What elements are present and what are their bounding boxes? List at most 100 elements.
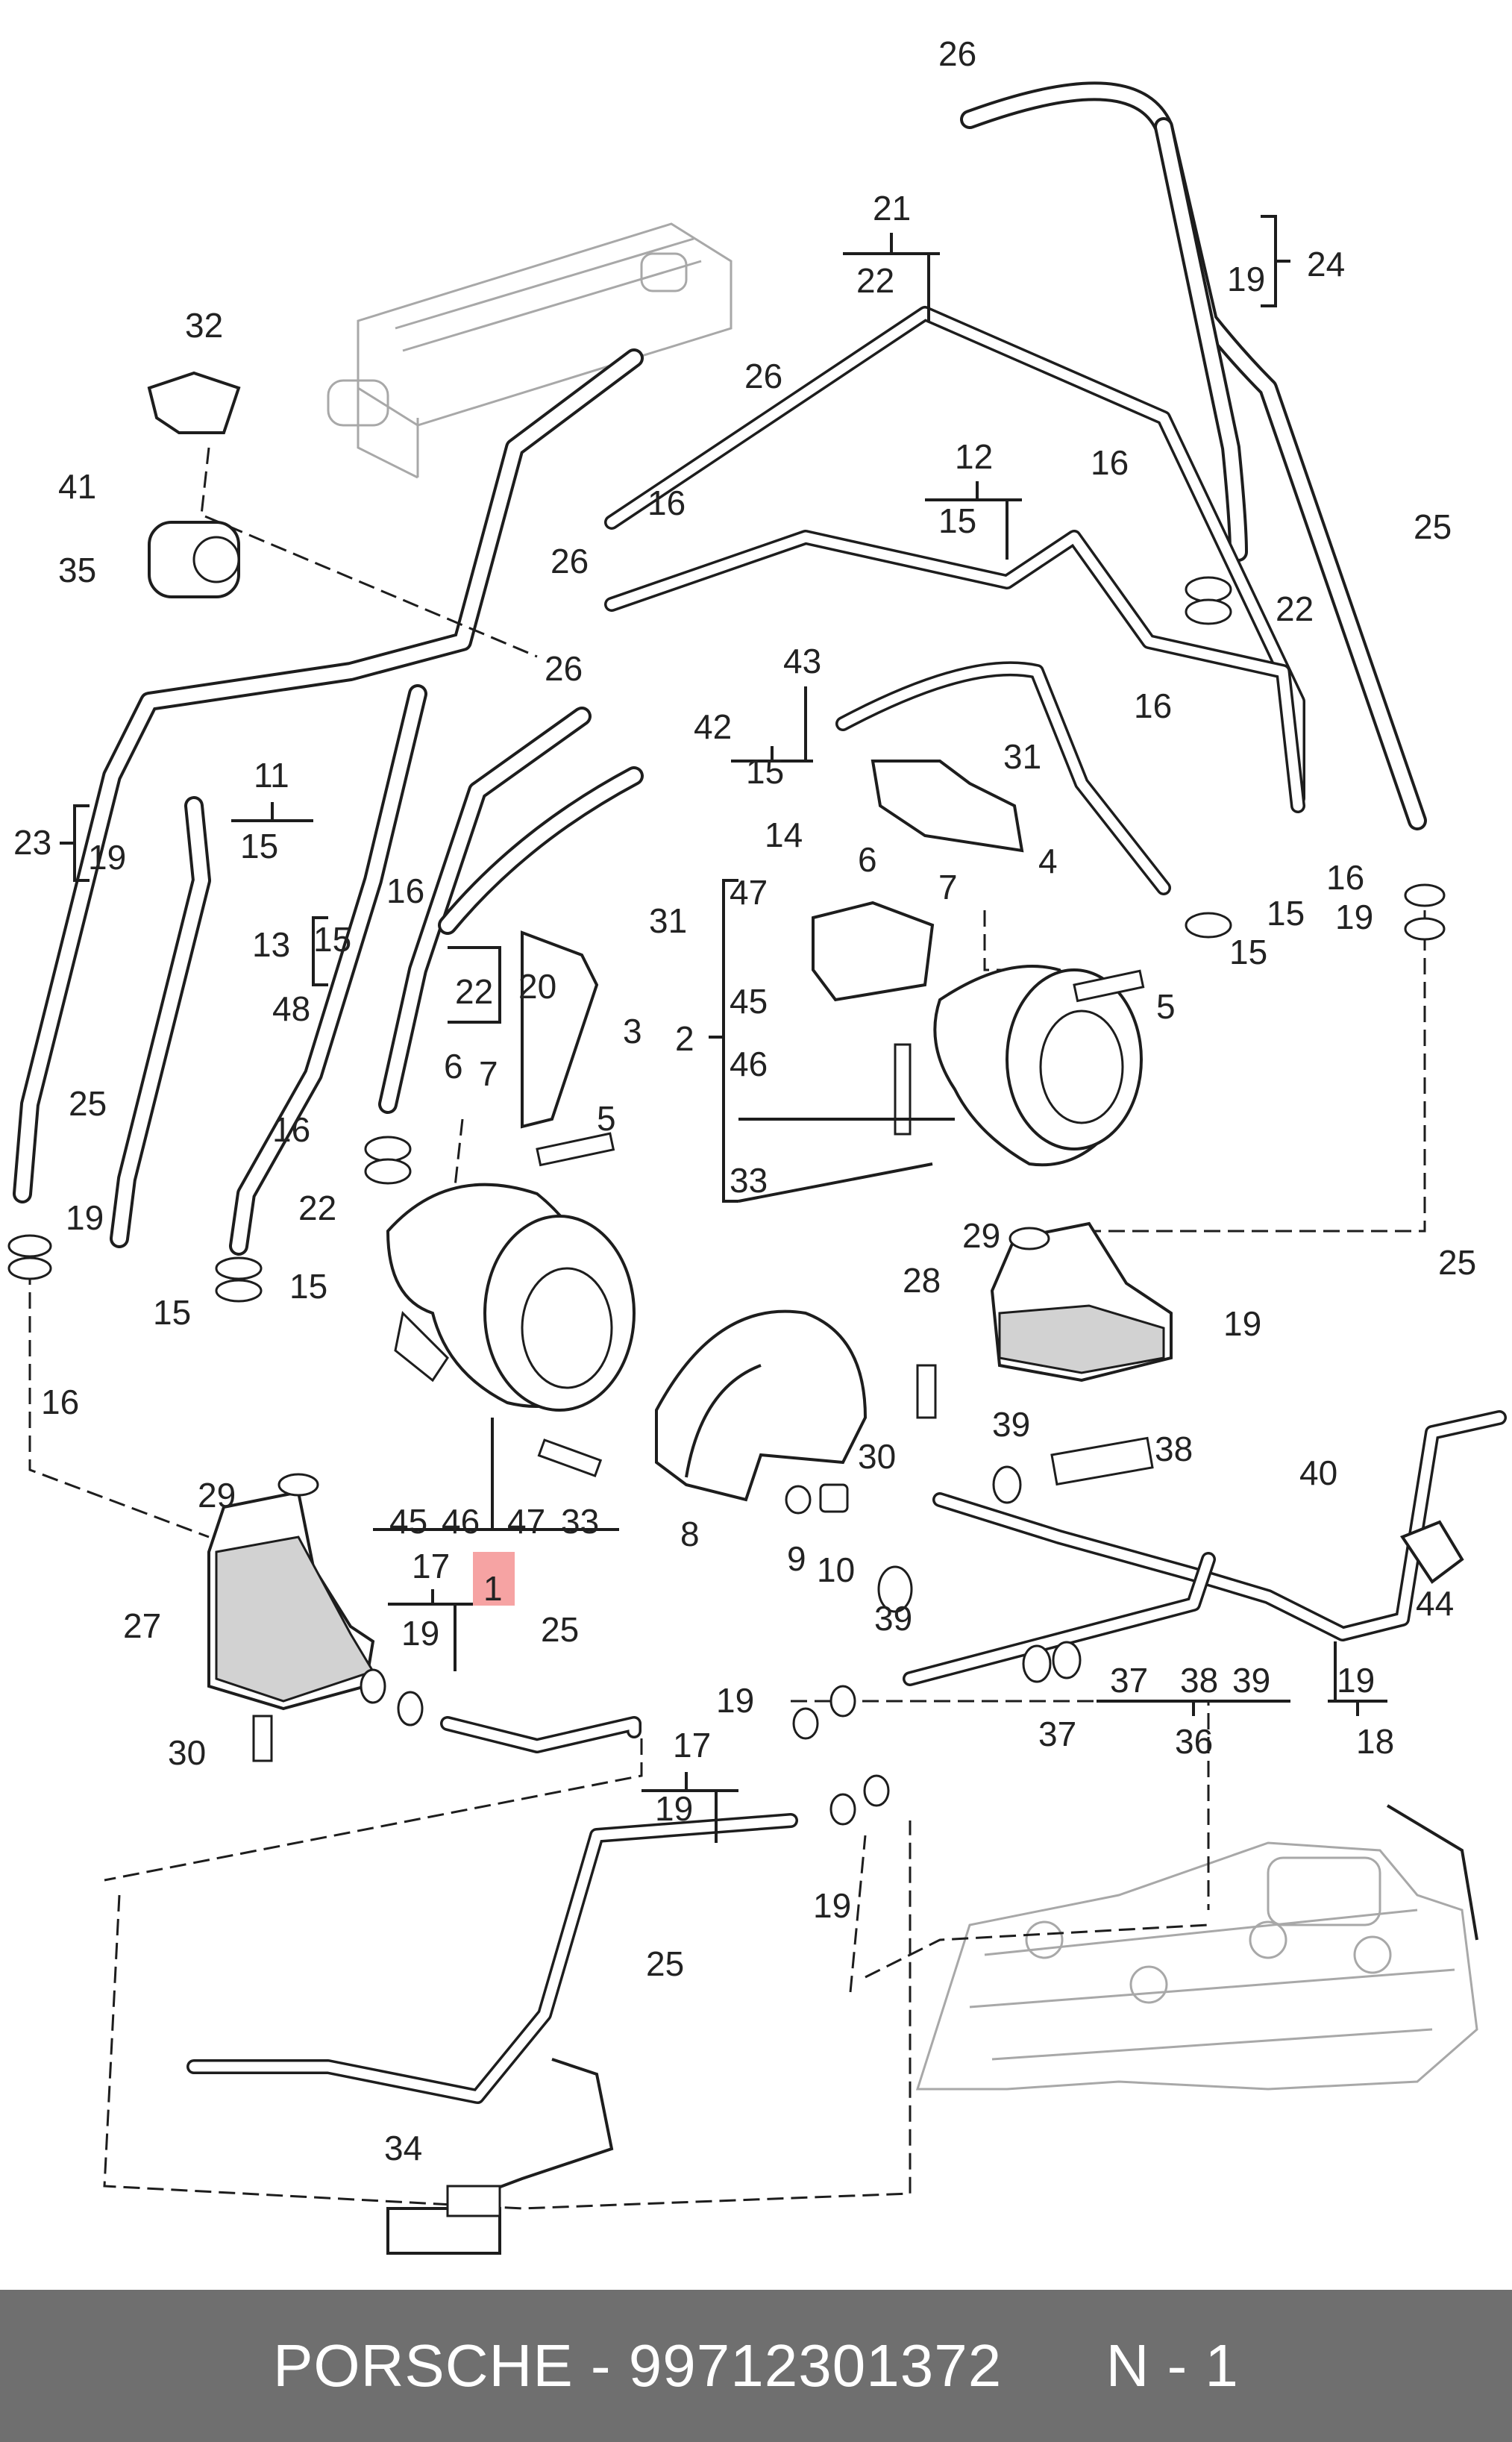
callout-label: 22 [455, 972, 493, 1011]
callout-label: 8 [680, 1515, 700, 1553]
callout-label: 25 [1438, 1243, 1476, 1282]
callout-label: 39 [992, 1405, 1030, 1444]
callout-label: 19 [1337, 1661, 1375, 1700]
callout-label: 4 [1038, 842, 1058, 880]
callout-label: 19 [1227, 260, 1265, 298]
callout-label: 19 [655, 1789, 693, 1828]
callout-label: 13 [252, 925, 290, 964]
callout-label: 19 [1335, 898, 1373, 936]
callout-label: 45 [730, 982, 768, 1021]
background-oil-cooler [327, 222, 733, 479]
callout-label: 32 [185, 306, 223, 345]
callout-label: 30 [858, 1437, 896, 1476]
callout-label: 16 [386, 871, 424, 910]
callout-label: 16 [1091, 443, 1129, 482]
callout-label: 23 [13, 823, 51, 862]
callout-label: 37 [1038, 1715, 1076, 1753]
callout-label: 19 [401, 1614, 439, 1653]
callout-label: 29 [962, 1216, 1000, 1255]
callout-label: 10 [817, 1550, 855, 1589]
callout-label: 25 [1414, 507, 1452, 546]
callout-label: 33 [730, 1161, 768, 1200]
callout-label: 19 [716, 1681, 754, 1720]
callout-label: 39 [1232, 1661, 1270, 1700]
callout-label: 15 [153, 1293, 191, 1332]
callout-label: 24 [1307, 245, 1345, 284]
callout-label: 5 [597, 1099, 616, 1138]
callout-label: 22 [1276, 589, 1314, 628]
callout-label: 6 [444, 1047, 463, 1086]
callout-label: 38 [1155, 1430, 1193, 1468]
callout-label: 28 [903, 1261, 941, 1300]
callout-label: 16 [1134, 686, 1172, 725]
callout-label: 15 [746, 752, 784, 791]
callout-label: 45 [389, 1502, 427, 1541]
callout-label: 7 [938, 868, 958, 907]
callout-label: 26 [545, 649, 583, 688]
callout-label: 47 [507, 1502, 545, 1541]
callout-label: 36 [1175, 1722, 1213, 1761]
callout-label: 46 [442, 1502, 480, 1541]
callout-label: 37 [1110, 1661, 1148, 1700]
callout-label: 16 [272, 1110, 310, 1149]
callout-label: 15 [313, 920, 351, 959]
callout-label: 3 [623, 1012, 642, 1051]
callout-label: 39 [874, 1599, 912, 1638]
footer-note: N - 1 [1105, 2332, 1239, 2399]
label-brackets [60, 215, 1387, 1843]
callout-label: 2 [675, 1019, 694, 1058]
hose-lines [13, 81, 1507, 2203]
callout-label: 31 [649, 901, 687, 940]
callout-label: 19 [813, 1886, 851, 1925]
callout-label: 27 [123, 1606, 161, 1645]
callout-label: 5 [1156, 987, 1176, 1026]
callout-label: 16 [647, 483, 686, 522]
callout-label: 41 [58, 467, 96, 506]
callout-label: 30 [168, 1733, 206, 1772]
callout-label: 11 [254, 756, 289, 795]
callout-label: 20 [518, 967, 556, 1006]
callout-label: 25 [541, 1610, 579, 1649]
callout-label: 16 [41, 1383, 79, 1421]
callout-label: 21 [873, 189, 911, 228]
callout-label: 15 [938, 501, 976, 540]
callout-label: 15 [240, 827, 278, 865]
part-number: 99712301372 [628, 2332, 1003, 2399]
callout-label: 15 [1229, 933, 1267, 971]
callout-label: 22 [298, 1189, 336, 1227]
callout-label: 19 [1223, 1304, 1261, 1343]
part-shapes [7, 371, 1464, 2255]
footer-caption: PORSCHE - 99712301372 N - 1 [273, 2332, 1239, 2400]
callout-label: 17 [412, 1547, 450, 1585]
footer-bar: PORSCHE - 99712301372 N - 1 [0, 2290, 1512, 2442]
callout-label: 14 [765, 815, 803, 854]
callout-labels: 26 21 22 24 19 32 26 41 16 12 15 16 35 2… [13, 34, 1476, 2167]
brand-name: PORSCHE [273, 2332, 574, 2399]
callout-label: 46 [730, 1045, 768, 1083]
callout-label: 47 [730, 873, 768, 912]
callout-label: 34 [384, 2129, 422, 2167]
footer-separator: - [573, 2332, 629, 2399]
callout-label: 6 [858, 840, 877, 879]
callout-label: 29 [198, 1476, 236, 1515]
callout-label: 26 [938, 34, 976, 73]
callout-label: 9 [787, 1539, 806, 1578]
callout-label: 16 [1326, 858, 1364, 897]
callout-label: 43 [783, 642, 821, 680]
callout-label: 25 [646, 1944, 684, 1983]
callout-label: 1 [483, 1569, 503, 1608]
callout-label: 15 [1267, 894, 1305, 933]
callout-label: 35 [58, 551, 96, 589]
callout-label: 26 [550, 542, 589, 580]
callout-label: 18 [1356, 1722, 1394, 1761]
callout-label: 25 [69, 1084, 107, 1123]
callout-label: 15 [289, 1267, 327, 1306]
callout-label: 33 [561, 1502, 599, 1541]
exploded-parts-diagram: 26 21 22 24 19 32 26 41 16 12 15 16 35 2… [7, 34, 1507, 2255]
callout-label: 44 [1416, 1584, 1454, 1623]
callout-label: 26 [744, 357, 782, 395]
callout-label: 19 [66, 1198, 104, 1237]
callout-label: 42 [694, 707, 732, 746]
callout-label: 19 [88, 838, 126, 877]
callout-label: 40 [1299, 1453, 1337, 1492]
